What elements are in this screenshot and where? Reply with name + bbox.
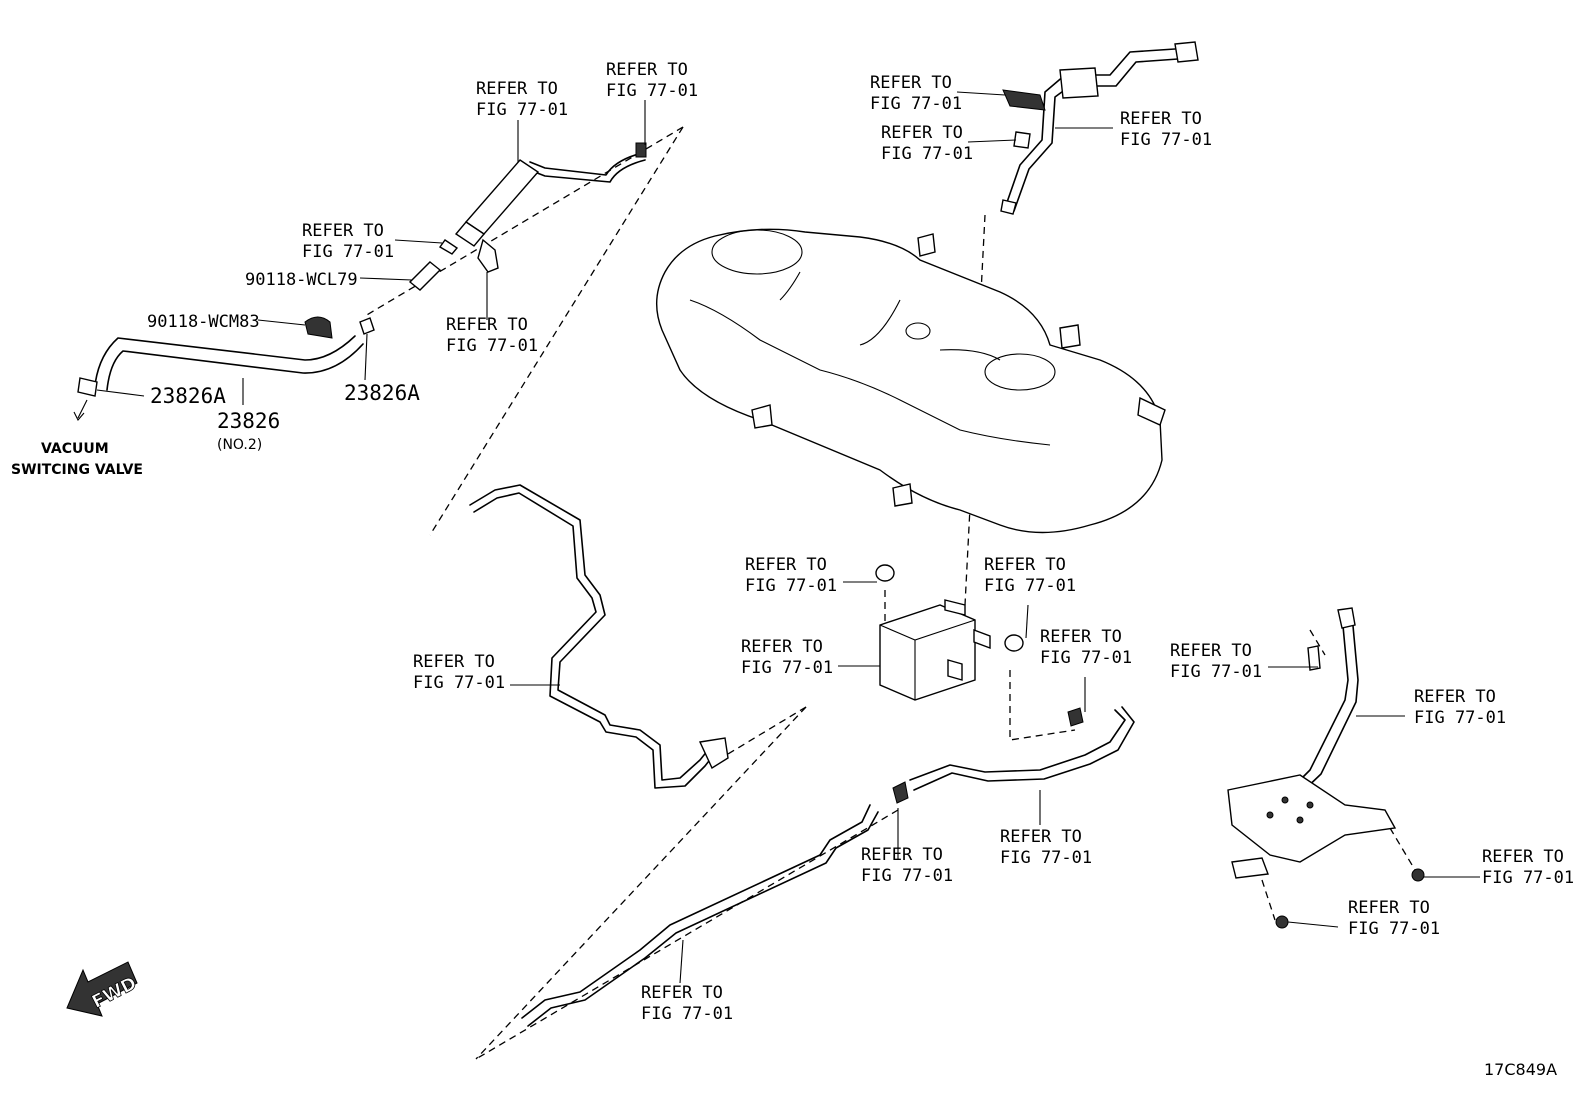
part-23826-note: (NO.2) <box>217 437 262 453</box>
fuel-tank <box>656 228 1166 534</box>
part-23826a-right: 23826A <box>344 381 420 405</box>
lower-tube <box>521 706 1135 1027</box>
charcoal-canister <box>875 564 1024 701</box>
upper-right-pipe <box>1000 41 1199 215</box>
part-90118-wcm83: 90118-WCM83 <box>147 312 260 332</box>
diagram-code: 17C849A <box>1484 1060 1557 1079</box>
vacuum-label-line1: VACUUM <box>41 441 109 457</box>
part-23826a-left: 23826A <box>150 384 226 408</box>
vacuum-label-line2: SWITCING VALVE <box>11 462 143 478</box>
leader-lines <box>73 91 1480 984</box>
part-90118-wcl79: 90118-WCL79 <box>245 270 358 290</box>
center-fuel-line <box>469 484 729 789</box>
upper-left-hose-assembly <box>77 142 647 397</box>
part-23826: 23826 <box>217 409 280 433</box>
lower-right-bracket <box>1227 607 1425 929</box>
fwd-arrow-icon: FWD <box>66 961 140 1017</box>
